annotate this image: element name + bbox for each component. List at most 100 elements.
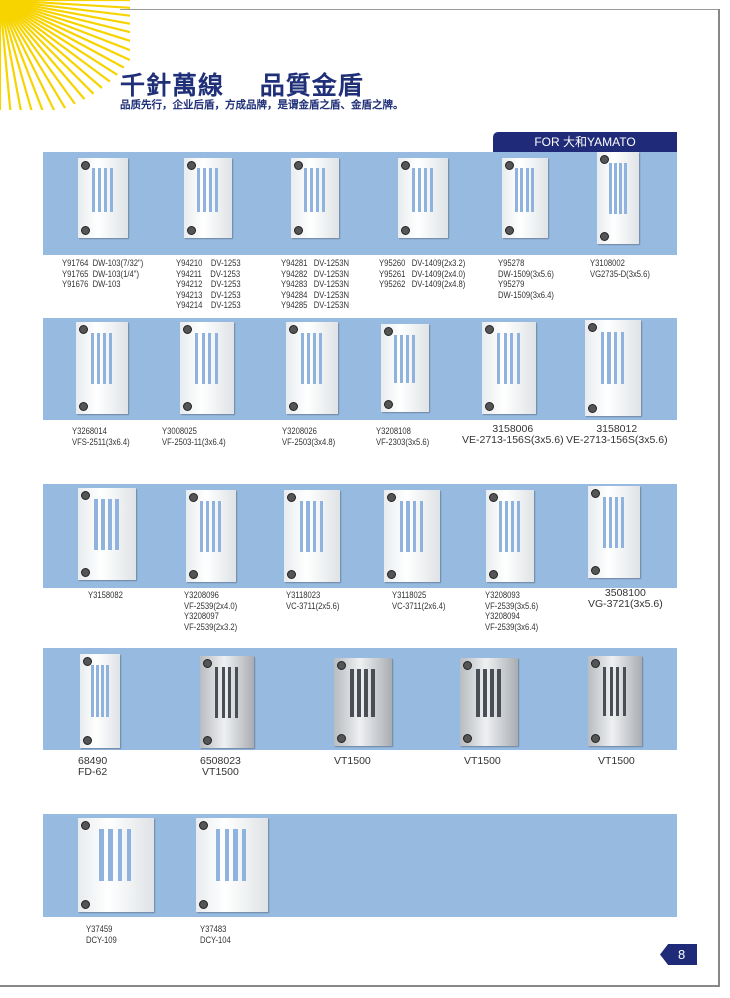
part-number-label: Y3268014 VFS-2511(3x6.4) (72, 426, 130, 447)
part-number-label: Y3208096 VF-2539(2x4.0) Y3208097 VF-2539… (184, 590, 238, 632)
part-number-label: 68490 FD-62 (78, 755, 108, 778)
part-number-label: Y3208108 VF-2303(3x5.6) (376, 426, 430, 447)
screw-hole-icon (287, 493, 296, 502)
page-number: 8 (678, 947, 686, 962)
part-number-label: 3158006 VE-2713-156S(3x5.6) (462, 423, 564, 446)
page-frame-right (718, 9, 720, 986)
part-number-label: 6508023 VT1500 (200, 755, 241, 778)
part-number-label: Y3158082 (88, 590, 123, 600)
screw-hole-icon (287, 570, 296, 579)
screw-hole-icon (401, 226, 410, 235)
throat-plate-image (184, 158, 232, 238)
screw-hole-icon (387, 570, 396, 579)
screw-hole-icon (384, 327, 393, 336)
throat-plate-image (585, 320, 641, 416)
screw-hole-icon (199, 821, 208, 830)
throat-plate-image (334, 658, 392, 746)
throat-plate-image (76, 322, 128, 414)
part-number-label: Y3208093 VF-2539(3x5.6) Y3208094 VF-2539… (485, 590, 539, 632)
page-frame-bottom (0, 985, 720, 987)
product-row-panel (43, 152, 677, 255)
page-title: 千針萬線 品質金盾 (120, 71, 364, 100)
screw-hole-icon (337, 661, 346, 670)
throat-plate-image (588, 656, 642, 746)
screw-hole-icon (489, 570, 498, 579)
screw-hole-icon (199, 900, 208, 909)
part-number-label: Y95278 DW-1509(3x5.6) Y95279 DW-1509(3x6… (498, 258, 554, 300)
screw-hole-icon (588, 404, 597, 413)
screw-hole-icon (588, 323, 597, 332)
throat-plate-image (398, 158, 448, 238)
page-number-tag: 8 (660, 944, 697, 965)
throat-plate-image (597, 152, 639, 244)
throat-plate-image (78, 818, 154, 912)
screw-hole-icon (81, 900, 90, 909)
screw-hole-icon (189, 493, 198, 502)
part-number-label: Y94210 DV-1253 Y94211 DV-1253 Y94212 DV-… (176, 258, 241, 310)
throat-plate-image (186, 490, 236, 582)
screw-hole-icon (79, 402, 88, 411)
screw-hole-icon (337, 734, 346, 743)
throat-plate-image (78, 488, 136, 580)
part-number-label: Y37459 DCY-109 (86, 924, 117, 945)
screw-hole-icon (81, 491, 90, 500)
screw-hole-icon (79, 325, 88, 334)
throat-plate-image (286, 322, 338, 414)
screw-hole-icon (591, 659, 600, 668)
screw-hole-icon (401, 161, 410, 170)
throat-plate-image (80, 654, 120, 748)
screw-hole-icon (463, 734, 472, 743)
throat-plate-image (291, 158, 339, 238)
screw-hole-icon (505, 161, 514, 170)
page-frame-top (120, 9, 718, 10)
part-number-label: Y3008025 VF-2503-11(3x6.4) (162, 426, 226, 447)
part-number-label: Y3118025 VC-3711(2x6.4) (392, 590, 446, 611)
throat-plate-image (284, 490, 340, 582)
screw-hole-icon (203, 659, 212, 668)
part-number-label: Y37483 DCY-104 (200, 924, 231, 945)
throat-plate-image (384, 490, 440, 582)
screw-hole-icon (505, 226, 514, 235)
part-number-label: VT1500 (598, 755, 635, 767)
product-row-panel (43, 318, 677, 420)
throat-plate-image (381, 324, 429, 412)
screw-hole-icon (183, 325, 192, 334)
part-number-label: Y3108002 VG2735-D(3x5.6) (590, 258, 650, 279)
screw-hole-icon (485, 402, 494, 411)
part-number-label: Y3118023 VC-3711(2x5.6) (286, 590, 340, 611)
part-number-label: VT1500 (464, 755, 501, 767)
screw-hole-icon (81, 226, 90, 235)
screw-hole-icon (591, 489, 600, 498)
screw-hole-icon (83, 657, 92, 666)
brand-tab: FOR 大和YAMATO (493, 132, 677, 152)
screw-hole-icon (294, 226, 303, 235)
screw-hole-icon (294, 161, 303, 170)
screw-hole-icon (187, 161, 196, 170)
screw-hole-icon (187, 226, 196, 235)
throat-plate-image (460, 658, 518, 746)
screw-hole-icon (485, 325, 494, 334)
screw-hole-icon (83, 736, 92, 745)
screw-hole-icon (81, 821, 90, 830)
screw-hole-icon (387, 493, 396, 502)
product-row-panel (43, 484, 677, 588)
screw-hole-icon (203, 736, 212, 745)
screw-hole-icon (600, 155, 609, 164)
screw-hole-icon (591, 734, 600, 743)
throat-plate-image (200, 656, 254, 748)
throat-plate-image (482, 322, 536, 414)
throat-plate-image (588, 486, 640, 578)
part-number-label: Y94281 DV-1253N Y94282 DV-1253N Y94283 D… (281, 258, 350, 310)
screw-hole-icon (289, 325, 298, 334)
screw-hole-icon (489, 493, 498, 502)
sun-rays-decoration (0, 0, 130, 110)
throat-plate-image (78, 158, 128, 238)
screw-hole-icon (189, 570, 198, 579)
slogan: 品质先行，企业后盾，方成品牌，是谓金盾之盾、金盾之牌。 (120, 99, 404, 111)
throat-plate-image (196, 818, 268, 912)
throat-plate-image (502, 158, 548, 238)
screw-hole-icon (81, 161, 90, 170)
screw-hole-icon (384, 400, 393, 409)
throat-plate-image (486, 490, 534, 582)
part-number-label: VT1500 (334, 755, 371, 767)
